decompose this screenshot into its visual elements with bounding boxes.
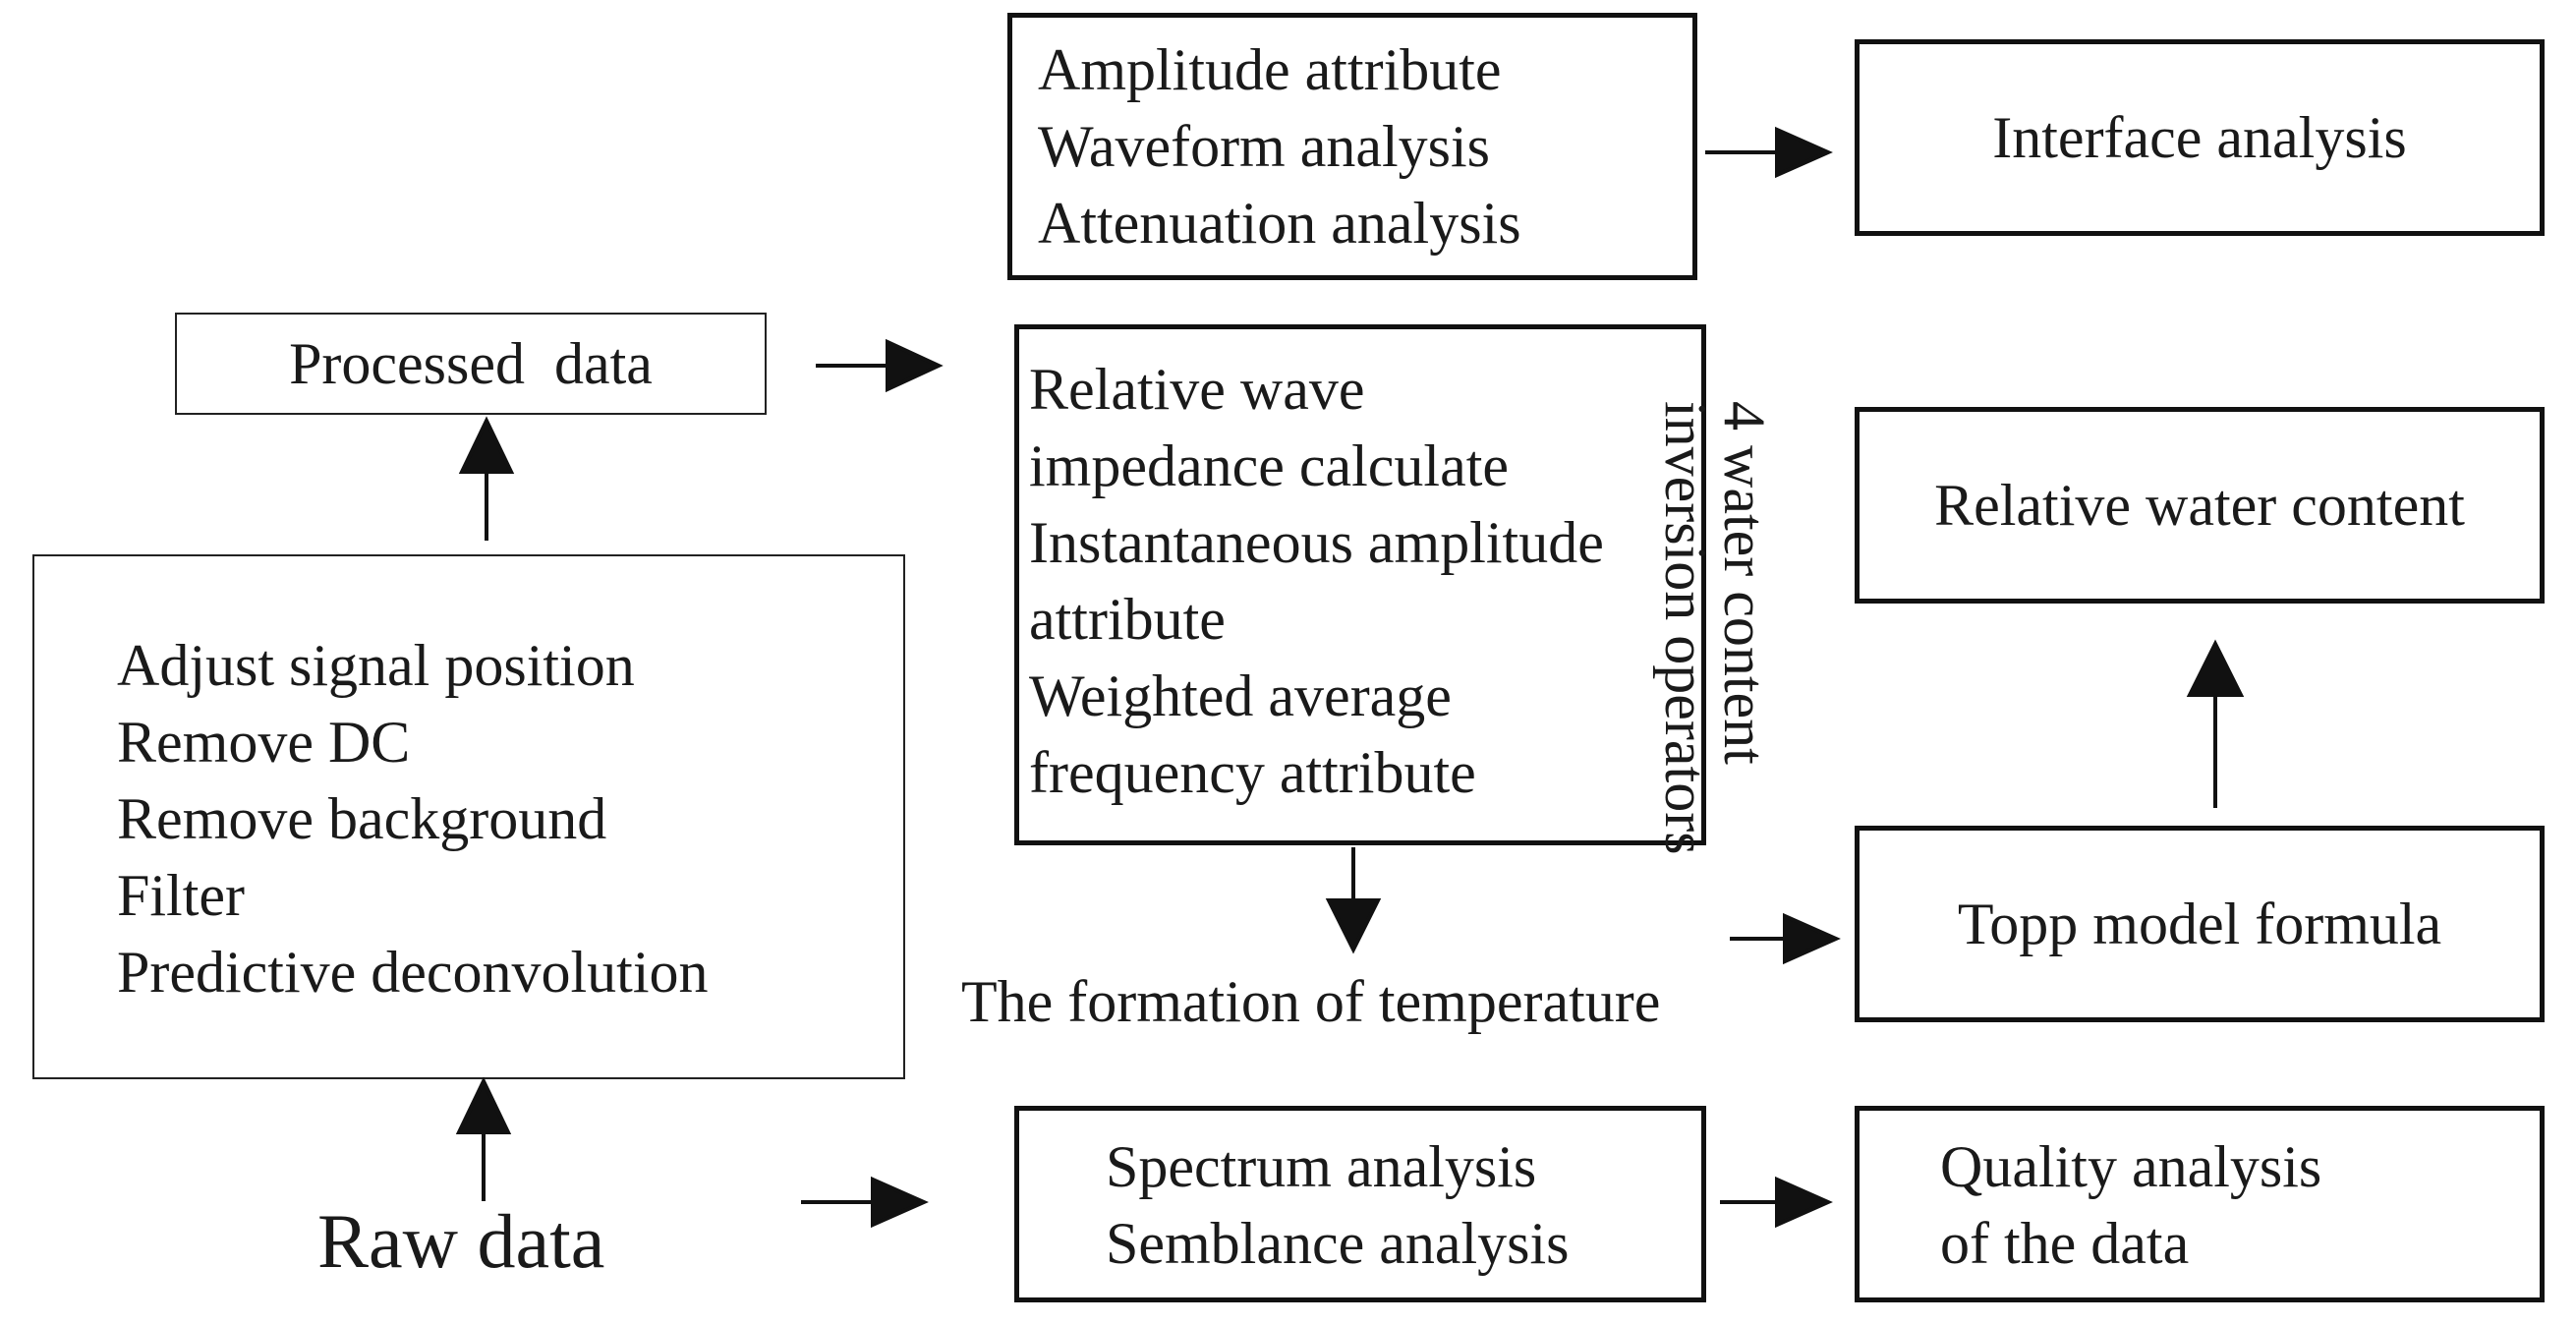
of-the-data: of the data <box>1940 1211 2190 1276</box>
attribute: attribute <box>1029 587 1226 652</box>
arrow-processed-to-inversion <box>816 338 944 393</box>
arrow-attributes-to-interface <box>1705 126 1833 179</box>
attenuation-analysis: Attenuation analysis <box>1038 191 1521 256</box>
semblance-analysis: Semblance analysis <box>1106 1211 1570 1276</box>
interface-analysis-label: Interface analysis <box>1992 105 2407 170</box>
instantaneous-amplitude: Instantaneous amplitude <box>1029 510 1604 575</box>
step-remove-background: Remove background <box>117 786 607 851</box>
processed-data-box: Processed data <box>175 313 767 415</box>
amplitude-attribute: Amplitude attribute <box>1038 37 1502 102</box>
arrow-raw-to-spectrum <box>801 1176 929 1229</box>
arrow-operators-to-topp <box>1730 912 1841 965</box>
processed-data-label: Processed data <box>289 331 653 396</box>
frequency-attribute: frequency attribute <box>1029 740 1476 805</box>
relative-water-content-box: Relative water content <box>1855 407 2545 604</box>
quality-analysis: Quality analysis <box>1940 1134 2322 1199</box>
waveform-analysis: Waveform analysis <box>1038 114 1491 179</box>
arrow-topp-to-relative-water <box>2186 639 2245 808</box>
arrow-spectrum-to-quality <box>1720 1176 1833 1229</box>
weighted-average: Weighted average <box>1029 663 1452 728</box>
raw-data-label: Raw data <box>317 1198 605 1284</box>
relative-wave: Relative wave <box>1029 357 1365 422</box>
spectrum-box: Spectrum analysis Semblance analysis <box>1014 1106 1706 1302</box>
arrow-preprocessing-to-processed <box>458 416 515 541</box>
interface-analysis-box: Interface analysis <box>1855 39 2545 236</box>
topp-model-box: Topp model formula <box>1855 826 2545 1022</box>
arrow-raw-to-preprocessing <box>455 1076 512 1201</box>
relative-water-content-label: Relative water content <box>1934 473 2465 538</box>
topp-model-label: Topp model formula <box>1957 892 2442 956</box>
attributes-box: Amplitude attribute Waveform analysis At… <box>1007 13 1697 280</box>
quality-box: Quality analysis of the data <box>1855 1106 2545 1302</box>
step-filter: Filter <box>117 863 245 928</box>
step-predictive-deconvolution: Predictive deconvolution <box>117 940 709 1005</box>
inversion-operators-box: Relative wave impedance calculate Instan… <box>1014 324 1706 845</box>
formation-temperature-label: The formation of temperature <box>961 969 1661 1034</box>
step-adjust-signal-position: Adjust signal position <box>117 633 635 698</box>
spectrum-analysis: Spectrum analysis <box>1106 1134 1537 1199</box>
preprocessing-box: Adjust signal position Remove DC Remove … <box>32 554 905 1079</box>
impedance-calculate: impedance calculate <box>1029 433 1510 498</box>
arrow-inversion-to-temperature <box>1325 847 1382 954</box>
step-remove-dc: Remove DC <box>117 710 411 775</box>
